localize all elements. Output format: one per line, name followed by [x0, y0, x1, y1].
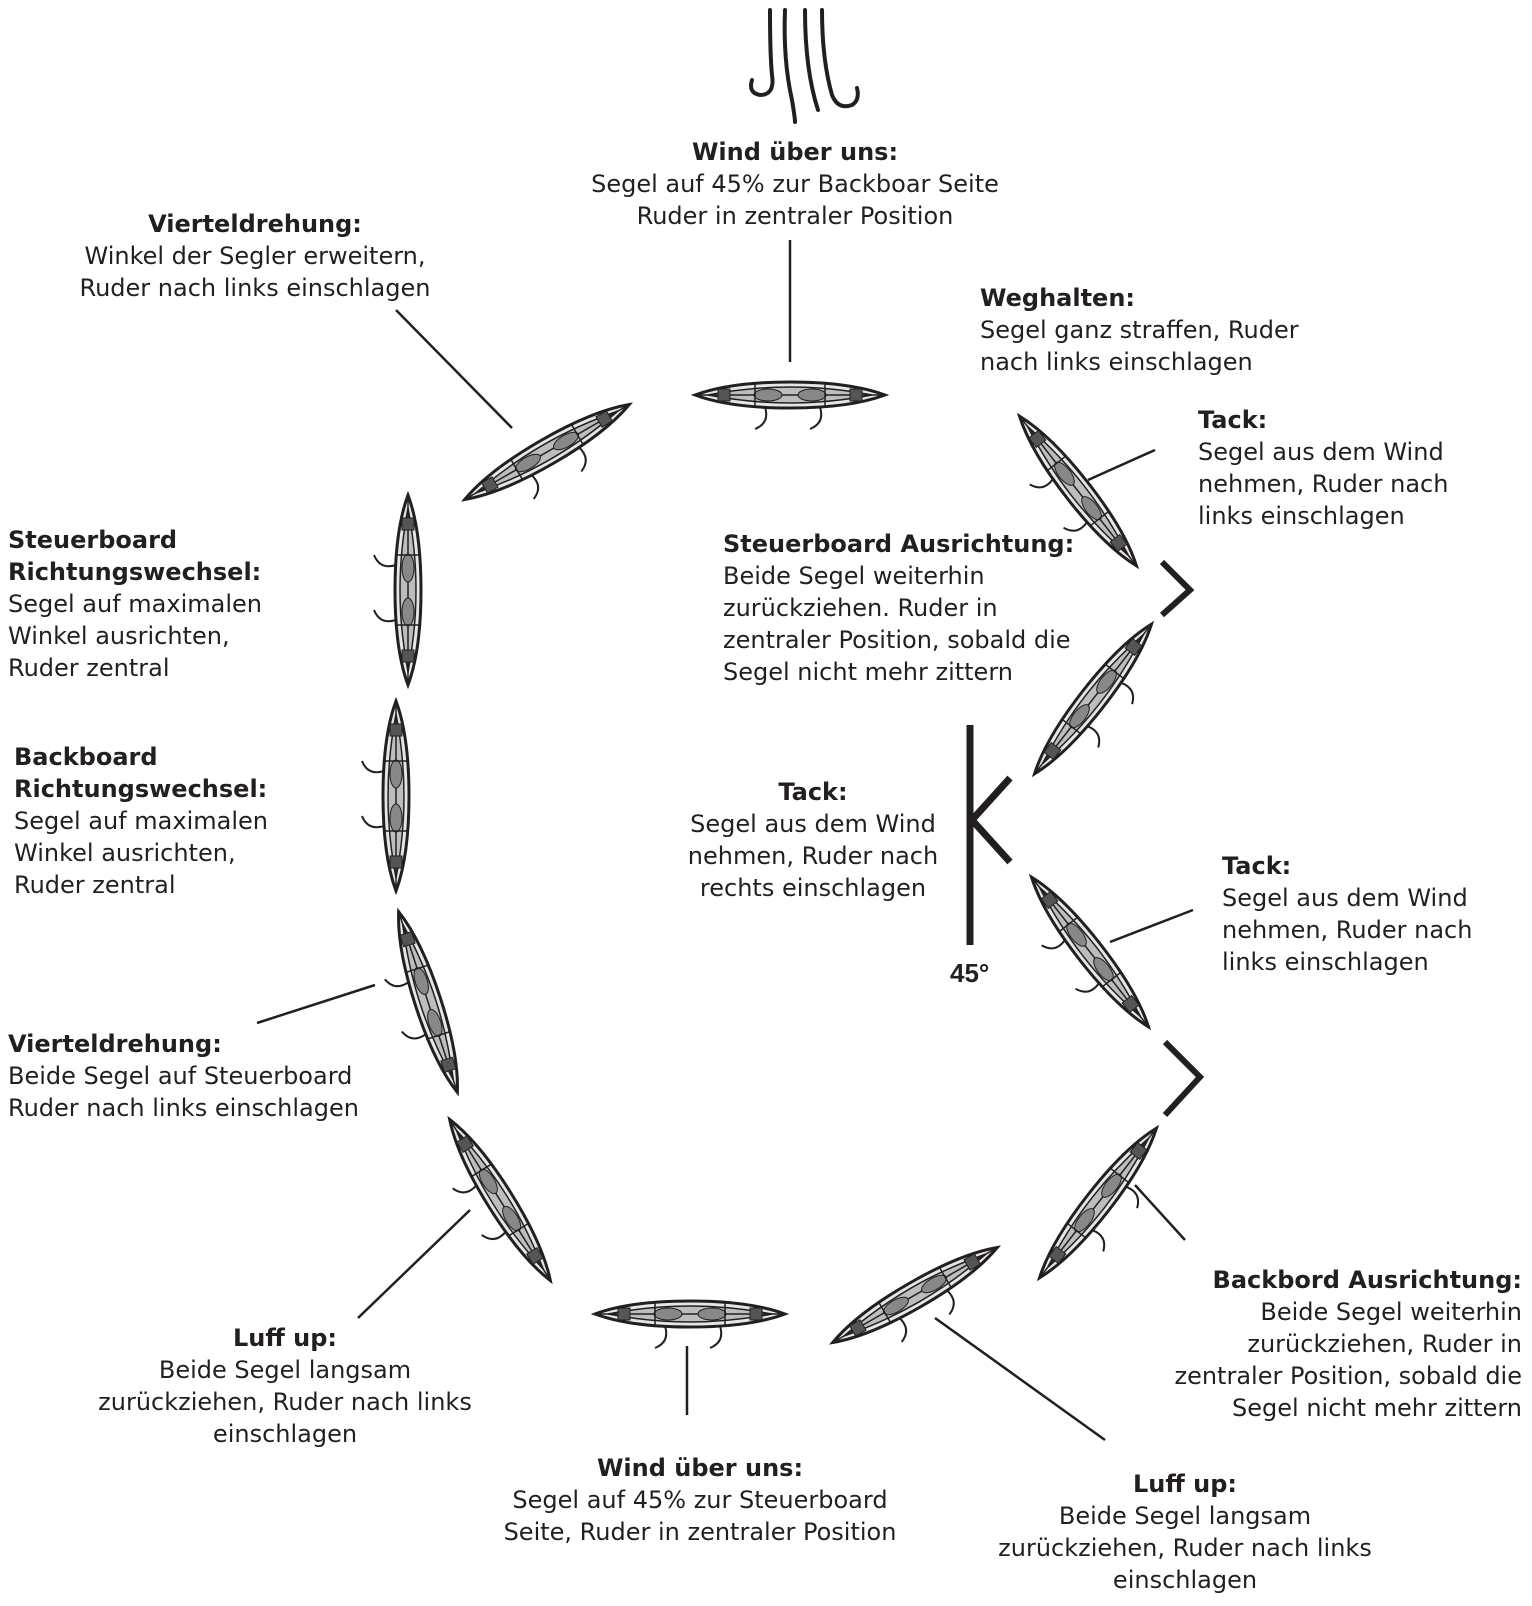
leader-line [1109, 908, 1194, 944]
label-body: Beide Segel langsam zurückziehen, Ruder … [998, 1502, 1372, 1594]
kayak-tack-right-middle [1003, 867, 1161, 1050]
label-luff-up-left: Luff up: Beide Segel langsam zurückziehe… [60, 1322, 510, 1450]
label-tack-center: Tack: Segel aus dem Wind nehmen, Ruder n… [668, 776, 958, 904]
kayak-luff-left [419, 1111, 563, 1301]
label-body: Segel auf maximalen Winkel ausrichten, R… [8, 590, 262, 682]
leader-line [1134, 1184, 1186, 1241]
label-port-alignment: Backbord Ausrichtung: Beide Segel weiter… [1122, 1264, 1522, 1424]
label-title: Vierteldrehung: [148, 210, 362, 238]
leader-line [1087, 448, 1156, 482]
label-title: Tack: [1222, 852, 1292, 880]
label-body: Segel aus dem Wind nehmen, Ruder nach re… [687, 810, 939, 902]
chevron-icon [1159, 559, 1195, 618]
label-wind-over-us-top: Wind über uns: Segel auf 45% zur Backboa… [540, 136, 1050, 232]
label-starboard-alignment: Steuerboard Ausrichtung: Beide Segel wei… [723, 528, 1153, 688]
label-starboard-direction-change: Steuerboard Richtungswechsel: Segel auf … [8, 524, 348, 684]
label-tack-right-middle: Tack: Segel aus dem Wind nehmen, Ruder n… [1222, 850, 1522, 978]
label-title: Wind über uns: [691, 138, 899, 166]
label-port-direction-change: Backboard Richtungswechsel: Segel auf ma… [14, 741, 354, 901]
label-body: Segel auf 45% zur Backboar Seite Ruder i… [591, 170, 999, 230]
label-luff-up-right: Luff up: Beide Segel langsam zurückziehe… [960, 1468, 1410, 1596]
label-title: Vierteldrehung: [8, 1030, 222, 1058]
label-wind-over-us-bottom: Wind über uns: Segel auf 45% zur Steuerb… [455, 1452, 945, 1548]
label-quarter-turn-left: Vierteldrehung: Beide Segel auf Steuerbo… [8, 1028, 438, 1124]
label-quarter-turn-top: Vierteldrehung: Winkel der Segler erweit… [20, 208, 490, 304]
label-title: Weghalten: [980, 284, 1136, 312]
leader-line [256, 983, 376, 1025]
label-body: Winkel der Segler erweitern, Ruder nach … [79, 242, 431, 302]
kayak-port-change [360, 699, 411, 893]
label-title: Backbord Ausrichtung: [1212, 1266, 1522, 1294]
label-title: Backboard Richtungswechsel: [14, 743, 268, 803]
kayak-starboard-change [372, 493, 423, 687]
label-body: Segel auf 45% zur Steuerboard Seite, Rud… [503, 1486, 897, 1546]
chevron-icon [1162, 1039, 1205, 1118]
label-title: Steuerboard Richtungswechsel: [8, 526, 262, 586]
kayak-luff-right [824, 1234, 1016, 1374]
label-body: Beide Segel weiterhin zurückziehen, Rude… [1174, 1298, 1522, 1422]
leader-line [395, 309, 513, 429]
label-title: Luff up: [232, 1324, 338, 1352]
label-body: Segel aus dem Wind nehmen, Ruder nach li… [1198, 438, 1449, 530]
leader-line [934, 1316, 1106, 1442]
label-body: Segel aus dem Wind nehmen, Ruder nach li… [1222, 884, 1473, 976]
label-body: Segel auf maximalen Winkel ausrichten, R… [14, 807, 268, 899]
kayak-bottom [593, 1299, 787, 1350]
label-body: Segel ganz straffen, Ruder nach links ei… [980, 316, 1299, 376]
angle-label: 45° [950, 958, 990, 988]
kayak-quarter-turn-top [456, 391, 648, 531]
label-body: Beide Segel langsam zurückziehen, Ruder … [98, 1356, 472, 1448]
label-weghalten: Weghalten: Segel ganz straffen, Ruder na… [980, 282, 1400, 378]
label-title: Luff up: [1132, 1470, 1238, 1498]
label-title: Steuerboard Ausrichtung: [723, 530, 1075, 558]
label-tack-right-top: Tack: Segel aus dem Wind nehmen, Ruder n… [1198, 404, 1508, 532]
kayak-top [693, 380, 887, 431]
label-body: Beide Segel auf Steuerboard Ruder nach l… [8, 1062, 359, 1122]
leader-line [357, 1209, 471, 1319]
wind-icon [749, 8, 860, 124]
label-title: Wind über uns: [596, 1454, 804, 1482]
label-title: Tack: [778, 778, 848, 806]
label-body: Beide Segel weiterhin zurückziehen. Rude… [723, 562, 1071, 686]
angle-marker [966, 725, 1013, 945]
label-title: Tack: [1198, 406, 1268, 434]
